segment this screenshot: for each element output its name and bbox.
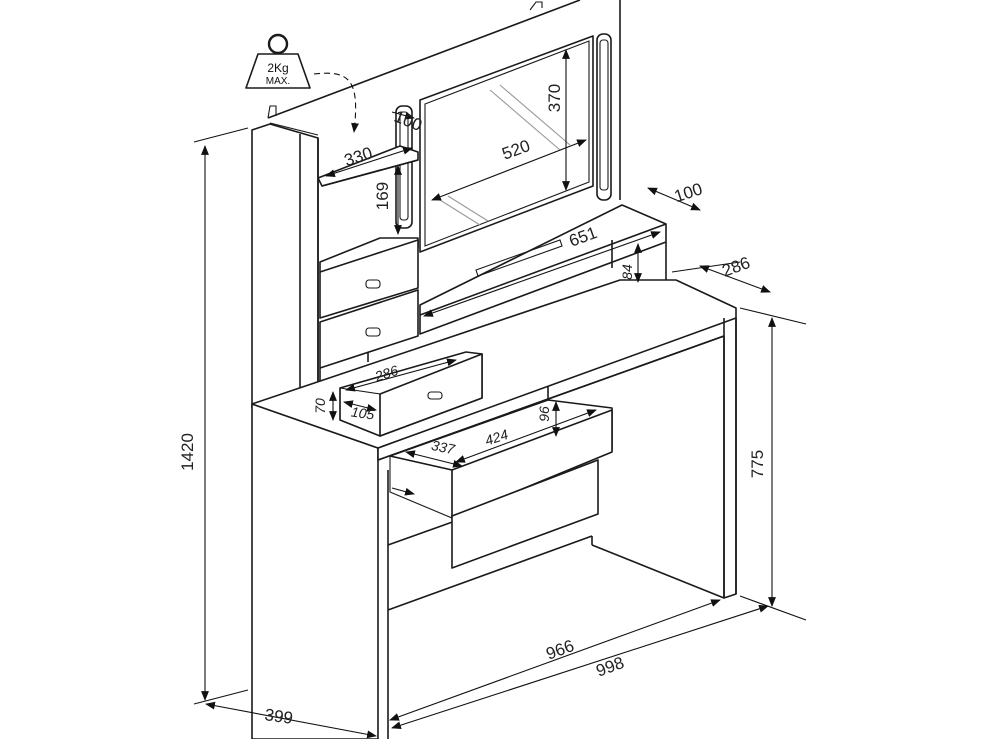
wall-hook-icon [529, 1, 543, 11]
dim-depth: 399 [263, 705, 294, 728]
dim-small-drawer-depth: 105 [350, 404, 376, 423]
dim-desk-height: 775 [748, 450, 767, 478]
wall-hook-icon [267, 105, 277, 119]
light-strip-right [596, 33, 612, 201]
dim-total-height: 1420 [178, 433, 197, 471]
dim-big-drawer-height: 96 [536, 406, 552, 422]
back-panel [267, 0, 621, 200]
dim-small-drawer-width: 286 [372, 362, 400, 385]
dim-small-drawer-height: 70 [312, 398, 328, 414]
dim-side-shelf-gap: 169 [373, 182, 392, 210]
dim-mirror-height: 370 [545, 84, 564, 112]
dim-hutch-depth: 100 [672, 179, 705, 206]
weight-max: MAX. [266, 76, 290, 87]
drawer-knob-icon [365, 279, 381, 289]
drawer-knob-icon [365, 327, 381, 337]
dim-shelf-height: 84 [619, 264, 635, 280]
dim-big-drawer-depth: 337 [430, 437, 457, 458]
weight-value: 2Kg [267, 61, 288, 75]
drawer-knob-icon [427, 391, 443, 400]
dim-big-drawer-width: 424 [483, 426, 510, 449]
dim-inner-width: 966 [544, 636, 577, 664]
dim-total-width: 998 [594, 653, 627, 681]
dimension-lines [193, 49, 807, 739]
dim-desk-top-depth: 286 [720, 253, 753, 281]
weight-label: 2Kg MAX. [245, 33, 359, 133]
